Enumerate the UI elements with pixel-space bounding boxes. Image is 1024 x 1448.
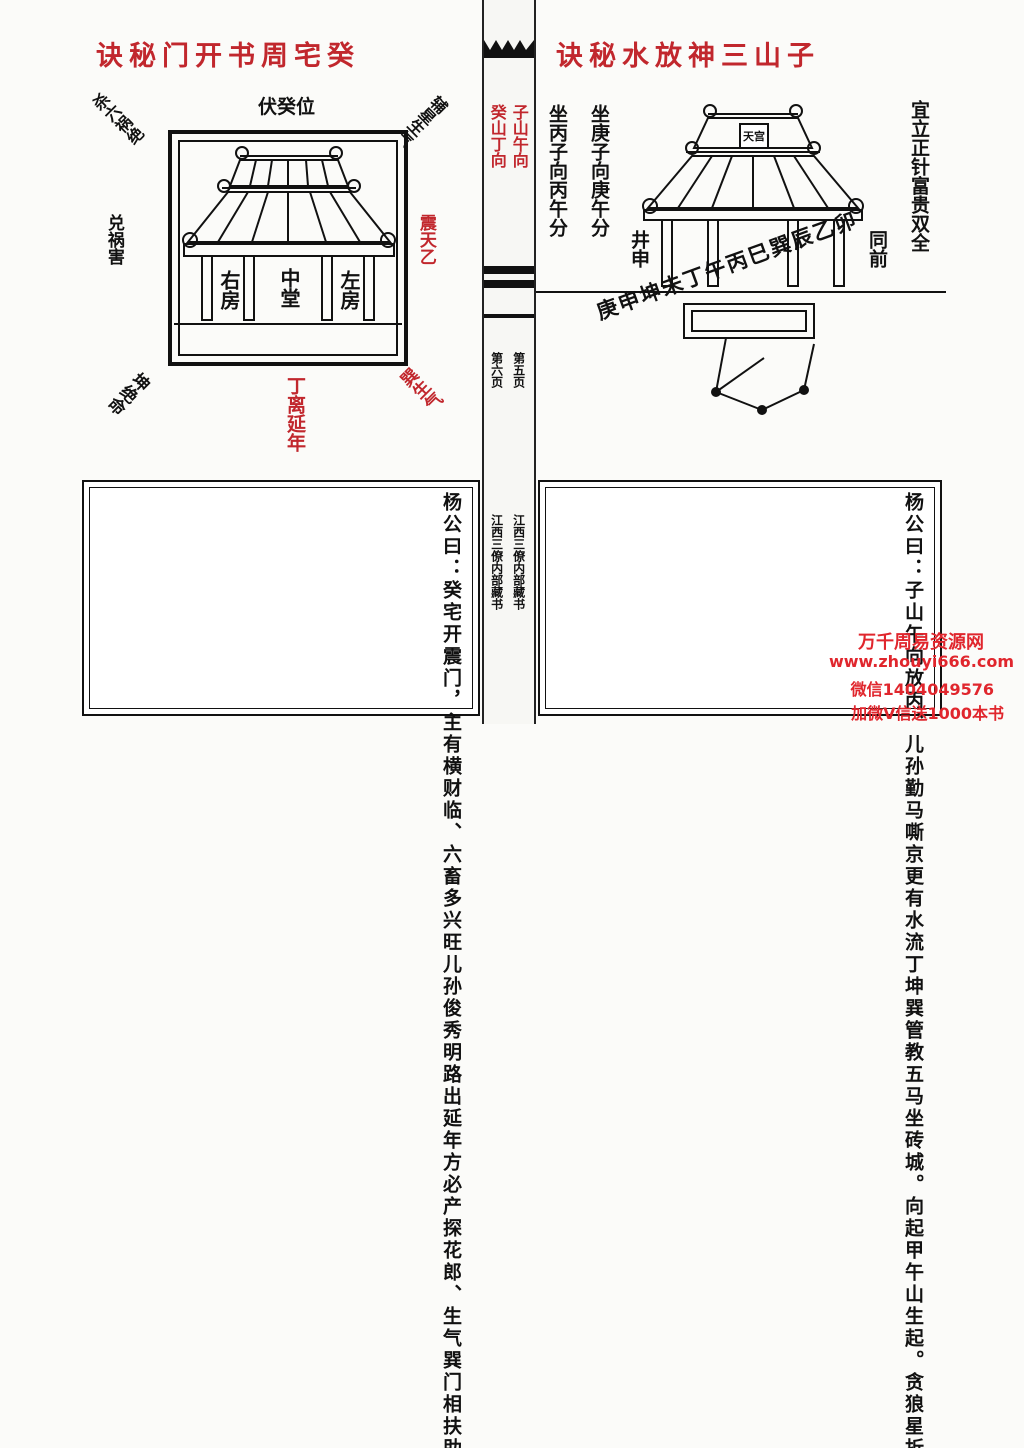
library-stamp-a: 江西三僚内部藏书	[511, 514, 526, 610]
temple-diagram	[536, 104, 946, 415]
house-diagram-frame: 右房 中堂 左房	[168, 130, 408, 366]
right-note-2: 同前	[865, 230, 888, 268]
page-number-right: 第五页	[511, 352, 526, 388]
direction-bottom-right: 巽生气	[394, 365, 445, 416]
book-spine: 子山午向 癸山丁向 第五页 第六页 江西三僚内部藏书 江西三僚内部藏书	[482, 0, 536, 724]
house-center: 中堂	[277, 268, 301, 308]
right-body-text: 杨公曰：子山午向放丙、儿孙勤马嘶京更有水流丁坤巽管教五马坐砖城。向起甲午山生起。…	[902, 492, 924, 1448]
watermark-url: www.zhouyi666.com	[828, 652, 1014, 671]
house-right-room: 右房	[217, 270, 241, 310]
right-page: 诀秘水放神三山子 坐丙子向丙午分 坐庚子向庚午分 井申 宜立正针富贵双全 同前	[536, 0, 1024, 1448]
direction-left: 兑祸害	[103, 214, 124, 265]
library-stamp-b: 江西三僚内部藏书	[489, 514, 504, 610]
house-diagram	[174, 146, 402, 325]
note-col-2: 坐庚子向庚午分	[587, 104, 610, 237]
left-body-text: 杨公曰：癸宅开震门，主有横财临、六畜多兴旺儿孙俊秀明路出延年方必产探花郎、生气巽…	[440, 492, 462, 1448]
direction-right: 震天乙	[415, 214, 436, 265]
house-left-room: 左房	[337, 270, 361, 310]
watermark-wechat: 微信1404049576	[850, 680, 994, 699]
left-page: 诀秘门开书周宅癸 伏癸位 杀六祸绝 辅星生气 兑祸害 震天乙 坤绝命 巽生气 丁…	[0, 0, 482, 1448]
left-text-box: 杨公曰：癸宅开震门，主有横财临、六畜多兴旺儿孙俊秀明路出延年方必产探花郎、生气巽…	[82, 480, 480, 1448]
direction-top: 伏癸位	[258, 96, 316, 118]
page-number-left: 第六页	[489, 352, 504, 388]
spine-col-1: 子山午向	[509, 104, 529, 168]
spine-ornament	[484, 40, 534, 318]
watermark-site-name: 万千周易资源网	[858, 632, 984, 653]
spine-col-2: 癸山丁向	[487, 104, 507, 168]
direction-bottom: 丁离延年	[283, 376, 306, 452]
right-note: 宜立正针富贵双全	[907, 100, 930, 252]
left-title: 诀秘门开书周宅癸	[96, 41, 360, 72]
direction-top-left: 杀六祸绝	[87, 90, 147, 149]
direction-bottom-left: 坤绝命	[102, 367, 153, 418]
right-title: 诀秘水放神三山子	[556, 41, 820, 72]
note-col-3: 井申	[627, 230, 650, 268]
note-col-1: 坐丙子向丙午分	[545, 104, 568, 237]
temple-sign: 天宫	[743, 130, 765, 143]
watermark-offer: 加微V信送1000本书	[851, 704, 1004, 723]
